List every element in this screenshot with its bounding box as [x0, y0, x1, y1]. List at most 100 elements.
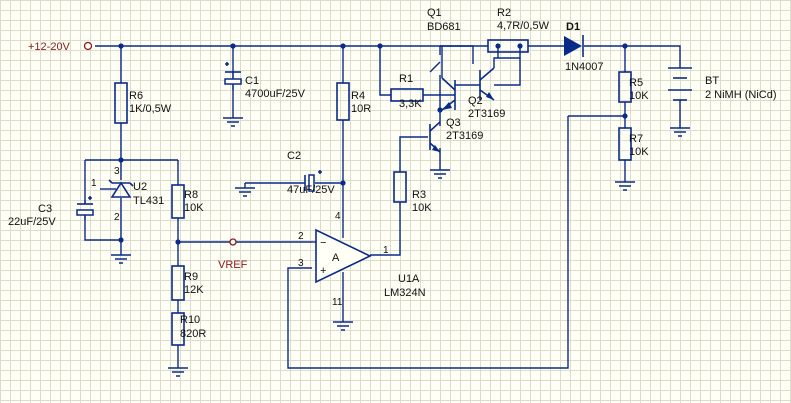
- wire-q1-e: [429, 61, 441, 73]
- wire-q2-c: [493, 57, 498, 68]
- capacitor-c1: C1 4700uF/25V: [224, 62, 306, 100]
- ref-label: R10: [180, 314, 200, 326]
- opamp-u1a: − + A 2 3 1 4 11 U1A LM324N: [298, 211, 426, 308]
- pin-number: 2: [114, 212, 120, 223]
- junction-dot: [622, 43, 628, 49]
- ref-label: BT: [705, 75, 719, 87]
- ground-icon: [670, 127, 690, 137]
- pin-number: 4: [335, 211, 341, 222]
- value-label: 22uF/25V: [8, 216, 56, 228]
- polarity-plus-icon: [225, 62, 229, 66]
- resistor-r9: R9 12K: [171, 265, 204, 301]
- junction-dot: [118, 237, 124, 243]
- wire-r1-left: [379, 46, 391, 96]
- diode-triangle-icon: [564, 36, 582, 56]
- emitter-arrow-icon: [486, 92, 494, 100]
- value-label: 47uF/25V: [287, 184, 335, 196]
- transistor-collector-lead: [441, 77, 456, 91]
- wires: [84, 45, 681, 369]
- pin-number: 3: [298, 258, 304, 269]
- value-label: 2 NiMH (NiCd): [705, 89, 777, 101]
- value-label: 12K: [184, 284, 204, 296]
- net-label-vref: VREF: [218, 259, 248, 271]
- value-label: 2T3169: [446, 130, 483, 142]
- pin-number: 2: [298, 231, 304, 242]
- pin-number: 1: [383, 245, 389, 256]
- value-label: LM324N: [384, 287, 426, 299]
- polarity-plus-icon: [88, 196, 92, 200]
- value-label: 10K: [629, 90, 649, 102]
- value-label: 2T3169: [468, 108, 505, 120]
- opamp-plus-sign: +: [320, 265, 326, 277]
- ref-label: Q3: [446, 117, 461, 129]
- ground-icon: [333, 321, 353, 331]
- emitter-arrow-icon: [432, 145, 440, 152]
- junction-dot: [175, 239, 181, 245]
- power-port: +12-20V: [28, 41, 93, 53]
- ground-icon: [223, 117, 243, 127]
- capacitor-plate: [76, 209, 94, 216]
- polarity-plus-icon: [318, 170, 322, 174]
- junction-dot: [118, 43, 124, 49]
- ref-label: D1: [566, 21, 580, 33]
- transistor-collector-lead: [429, 121, 441, 132]
- pin-number: 3: [114, 166, 120, 177]
- value-label: 10K: [629, 146, 649, 158]
- resistor-r4: R4 10R: [336, 82, 371, 121]
- wire-r3-to-opout: [370, 202, 401, 256]
- ref-label: R9: [184, 271, 198, 283]
- junction-dot: [377, 43, 383, 49]
- ground-icon: [168, 367, 188, 377]
- value-label: 1N4007: [565, 61, 604, 73]
- ref-label: R8: [184, 189, 198, 201]
- value-label: 3,3K: [399, 98, 422, 110]
- power-port-icon: [83, 41, 93, 51]
- grounds: [111, 117, 690, 377]
- pin-number: 11: [332, 297, 343, 308]
- transistor-q1: Q1 BD681: [427, 7, 461, 111]
- resistor-icon: [171, 265, 185, 301]
- resistor-icon: [114, 82, 128, 124]
- net-port-icon: [229, 238, 237, 246]
- opamp-minus-sign: −: [320, 237, 326, 249]
- wire-q1-collector: [415, 45, 441, 55]
- ref-label: C3: [38, 203, 52, 215]
- battery-bt: BT 2 NiMH (NiCd): [668, 67, 777, 108]
- shunt-regulator-u2: 1 3 2 U2 TL431: [91, 166, 164, 223]
- opamp-unit-letter: A: [332, 252, 340, 264]
- ground-icon: [615, 181, 635, 191]
- wire-q3-base: [399, 136, 428, 172]
- ref-label: R1: [399, 73, 413, 85]
- ref-label: U1A: [398, 273, 420, 285]
- emitter-arrow-icon: [442, 102, 452, 110]
- junction-dot: [517, 43, 523, 49]
- wire-feedback: [287, 116, 569, 369]
- ref-label: R3: [412, 189, 426, 201]
- resistor-r8: R8 10K: [171, 184, 204, 219]
- capacitor-plate: [308, 174, 315, 192]
- zener-bar-icon: [108, 179, 134, 187]
- junction-dot: [495, 43, 501, 49]
- resistor-icon: [390, 88, 424, 102]
- ref-label: C1: [245, 75, 259, 87]
- junction-dot: [437, 107, 443, 113]
- value-label: 10K: [184, 202, 204, 214]
- capacitor-c2: C2 47uF/25V: [287, 150, 335, 196]
- resistor-r3: R3 10K: [393, 171, 432, 214]
- value-label: 820R: [180, 328, 206, 340]
- resistor-r6: R6 1K/0,5W: [114, 82, 172, 124]
- value-label: 1K/0,5W: [129, 103, 172, 115]
- wire-d1-to-battery: [584, 45, 681, 68]
- ref-label: C2: [287, 150, 301, 162]
- resistor-r5: R5 10K: [618, 71, 649, 103]
- resistor-icon: [171, 184, 185, 219]
- ground-icon: [235, 187, 255, 197]
- ref-label: U2: [133, 181, 147, 193]
- ref-label: R5: [629, 77, 643, 89]
- resistor-r10: R10 820R: [171, 312, 206, 346]
- capacitor-c3: C3 22uF/25V: [8, 196, 94, 228]
- junction-dot: [340, 43, 346, 49]
- zener-triangle-icon: [110, 181, 132, 198]
- value-label: BD681: [427, 21, 461, 33]
- value-label: 4,7R/0,5W: [497, 20, 550, 32]
